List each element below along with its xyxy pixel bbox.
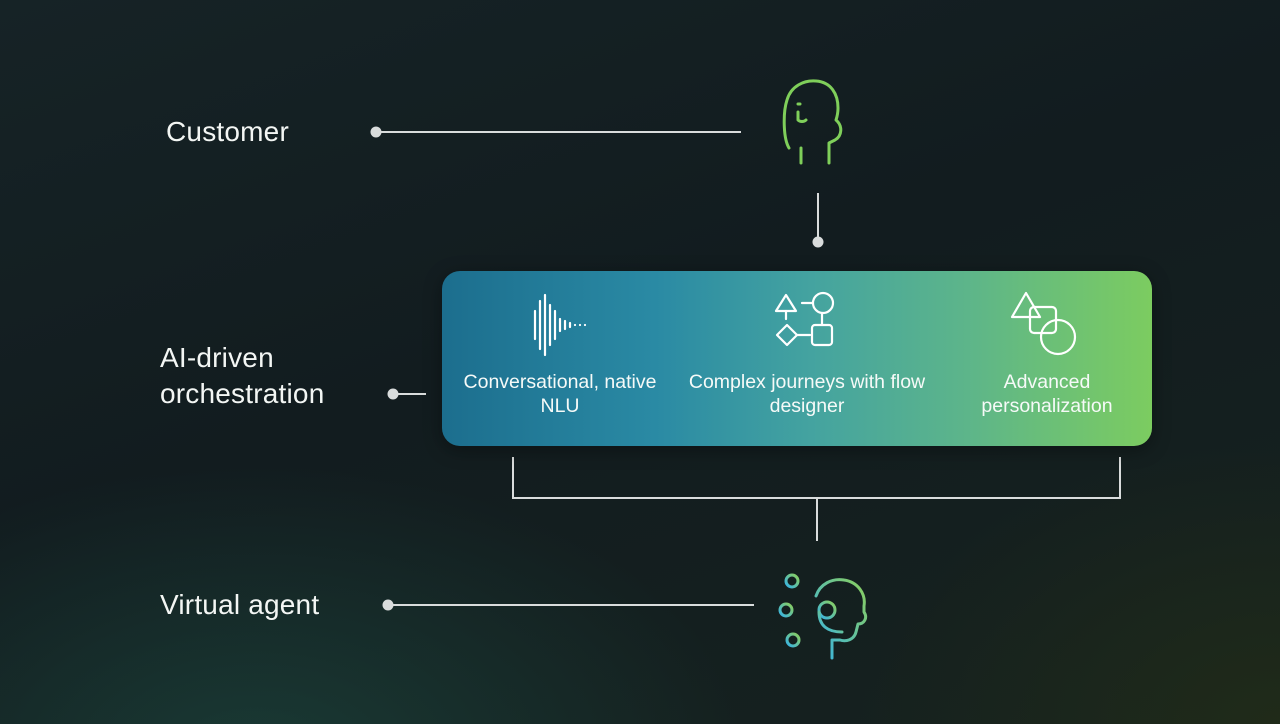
- customer-face-icon: [782, 79, 843, 165]
- virtual-agent-head-icon: [778, 573, 868, 660]
- virtual-agent-connector: [382, 599, 754, 611]
- feature-personalization: Advanced personalization: [952, 271, 1142, 446]
- feature-personalization-text: Advanced personalization: [981, 371, 1113, 417]
- feature-conversational-text: Conversational, native NLU: [463, 371, 657, 417]
- feature-complex-journeys: Complex journeys with flow designer: [677, 271, 937, 446]
- panel-bracket-connector: [512, 457, 1121, 541]
- overlapping-shapes-icon: [1010, 291, 1077, 356]
- customer-label: Customer: [166, 116, 289, 147]
- customer-connector: [370, 126, 741, 138]
- orchestration-panel: Conversational, native NLU Complex journ…: [442, 271, 1152, 446]
- feature-complex-journeys-text: Complex journeys with flow designer: [688, 371, 926, 417]
- ai-orchestration-label: AI-driven orchestration: [160, 342, 325, 409]
- soundwave-icon: [533, 293, 587, 357]
- feature-conversational: Conversational, native NLU: [460, 271, 660, 446]
- virtual-agent-label: Virtual agent: [160, 589, 320, 620]
- customer-to-panel-connector: [812, 193, 824, 248]
- flow-shapes-icon: [774, 291, 835, 347]
- ai-orchestration-connector: [387, 388, 426, 400]
